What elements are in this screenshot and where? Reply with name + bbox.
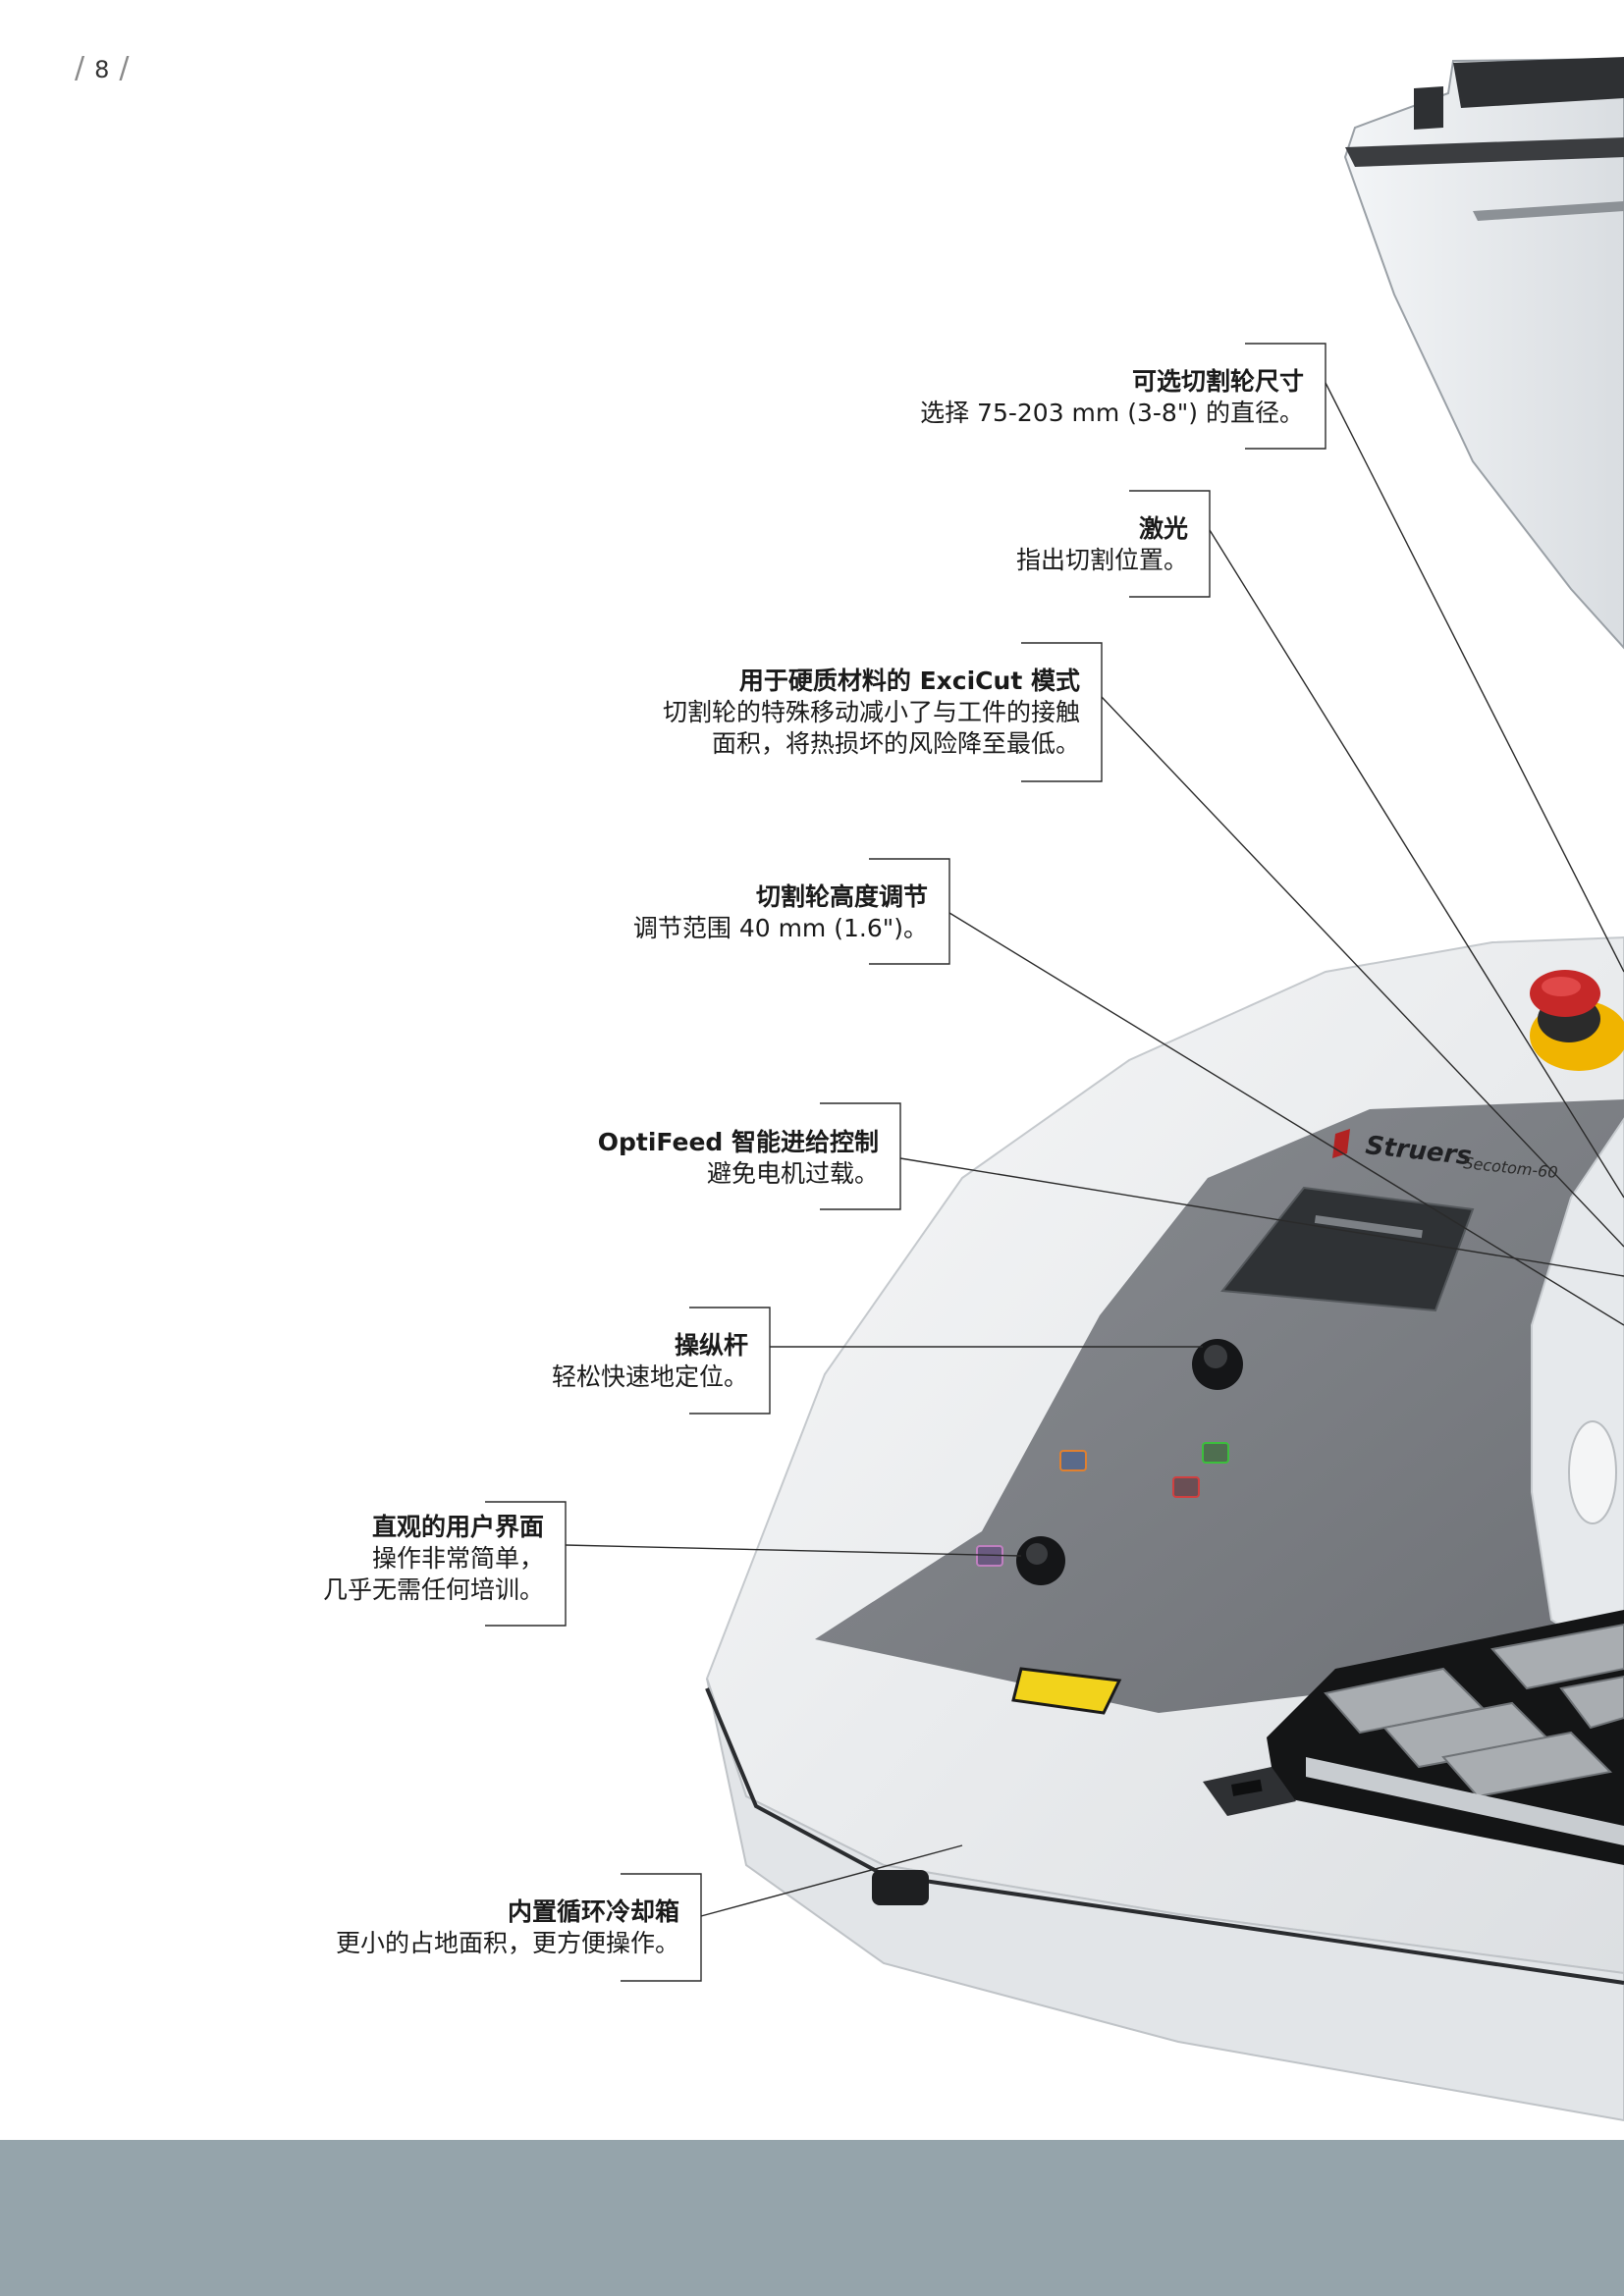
callout-laser: 激光 指出切割位置。 [1016, 513, 1188, 576]
control-panel: Struers Secotom-60 [815, 1099, 1624, 1715]
laser-warning-label [1011, 1667, 1122, 1715]
callout-optifeed: OptiFeed 智能进给控制 避免电机过载。 [598, 1127, 879, 1190]
callout-wheel-height: 切割轮高度调节 调节范围 40 mm (1.6")。 [633, 881, 928, 944]
callout-blade-size: 可选切割轮尺寸 选择 75-203 mm (3-8") 的直径。 [920, 366, 1304, 429]
footer-band [0, 2140, 1624, 2296]
transparent-hood [1343, 57, 1624, 650]
callout-excicut: 用于硬质材料的 ExciCut 模式 切割轮的特殊移动减小了与工件的接触 面积，… [663, 666, 1080, 760]
callout-title: 操纵杆 [674, 1331, 748, 1360]
callout-cooling-tank: 内置循环冷却箱 更小的占地面积，更方便操作。 [336, 1896, 679, 1959]
leader-lines [485, 343, 1624, 1982]
callout-text: 选择 75-203 mm (3-8") 的直径。 [920, 399, 1304, 427]
callout-title: 直观的用户界面 [371, 1513, 544, 1541]
callout-text: 面积，将热损坏的风险降至最低。 [711, 729, 1080, 758]
callout-text: 操作非常简单， [371, 1544, 544, 1573]
callout-text: 几乎无需任何培训。 [322, 1575, 544, 1604]
callout-text: 指出切割位置。 [1015, 546, 1188, 574]
callout-title: OptiFeed 智能进给控制 [597, 1128, 879, 1156]
callout-title: 内置循环冷却箱 [507, 1897, 679, 1926]
page-number-value: 8 [94, 56, 110, 83]
callout-title: 激光 [1138, 514, 1188, 543]
callout-text: 调节范围 40 mm (1.6")。 [632, 914, 928, 942]
callout-text: 切割轮的特殊移动减小了与工件的接触 [662, 698, 1080, 726]
callout-text: 轻松快速地定位。 [551, 1362, 748, 1391]
callout-text: 避免电机过载。 [706, 1159, 879, 1188]
callout-joystick: 操纵杆 轻松快速地定位。 [552, 1330, 748, 1393]
callout-user-interface: 直观的用户界面 操作非常简单， 几乎无需任何培训。 [323, 1512, 544, 1606]
callout-title: 切割轮高度调节 [755, 882, 928, 911]
callout-text: 更小的占地面积，更方便操作。 [335, 1929, 679, 1957]
cutting-chamber [1203, 1117, 1624, 1865]
page-number-slash-left: / [75, 51, 85, 85]
page-number-slash-right: / [119, 51, 130, 85]
callout-title: 用于硬质材料的 ExciCut 模式 [738, 667, 1080, 695]
emergency-stop-button [1530, 970, 1624, 1071]
page-number: / 8 / [75, 51, 130, 85]
callout-title: 可选切割轮尺寸 [1131, 367, 1304, 396]
